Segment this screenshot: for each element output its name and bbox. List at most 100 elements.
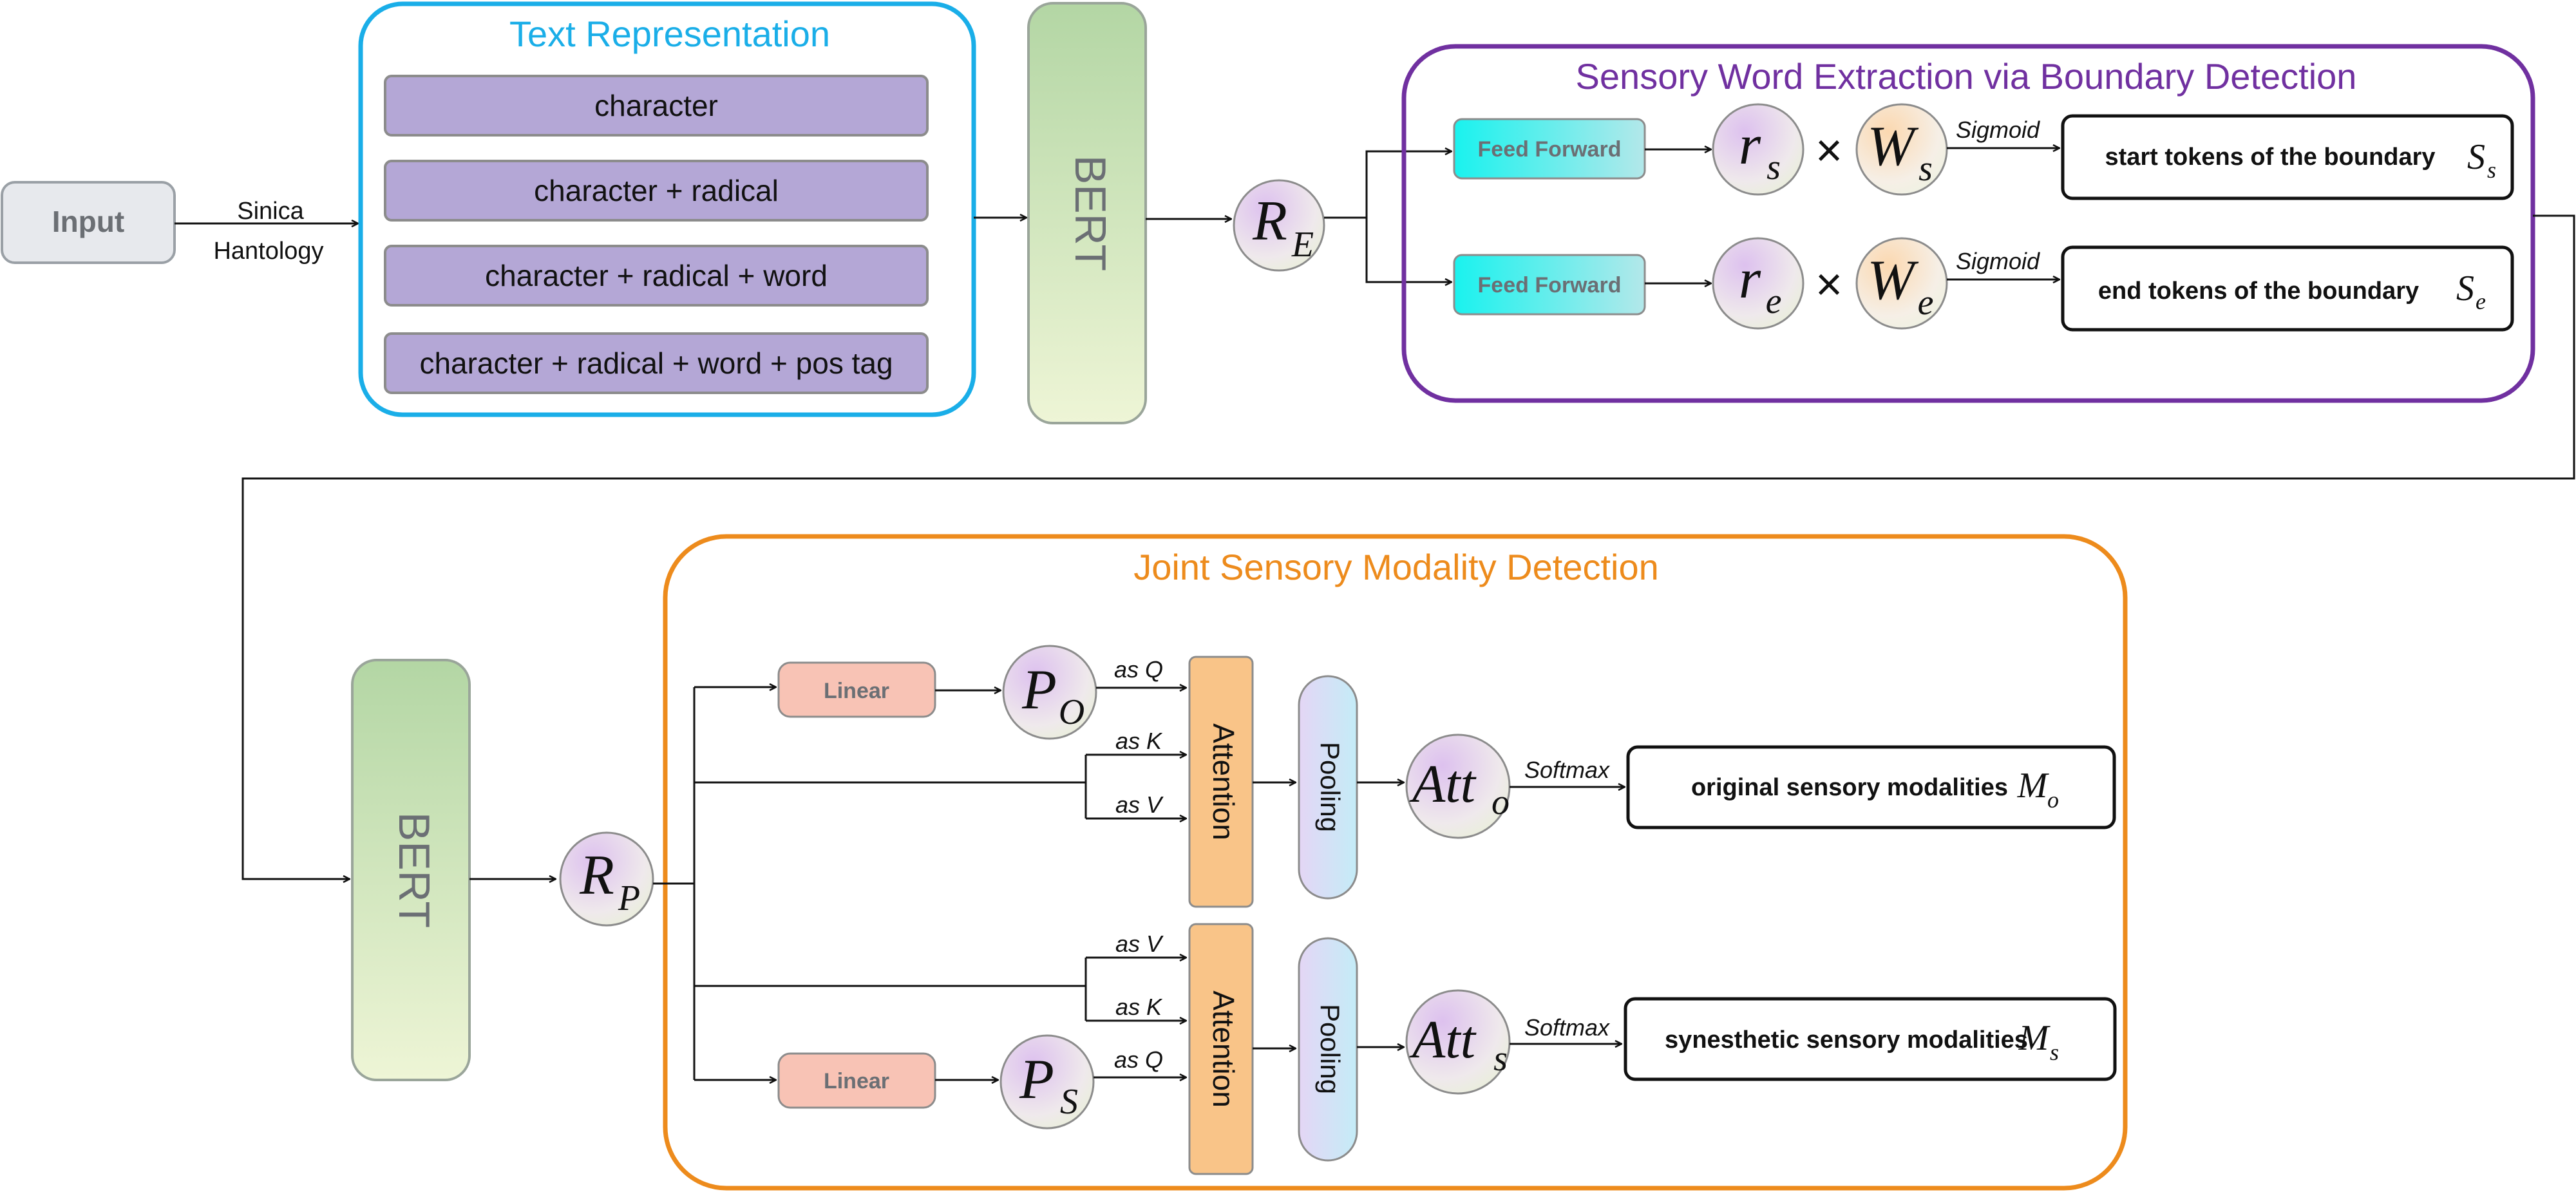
- svg-text:Att: Att: [1409, 754, 1477, 814]
- svg-text:P: P: [618, 878, 640, 918]
- re-representation-node: R E: [1233, 179, 1325, 272]
- svg-text:r: r: [1739, 248, 1761, 310]
- svg-text:e: e: [1918, 283, 1934, 323]
- attention-block: Attention: [1188, 656, 1254, 908]
- softmax-label: Softmax: [1524, 1014, 1611, 1041]
- arrow-re-to-ff-end: [1365, 218, 1452, 282]
- svg-text:s: s: [2487, 157, 2496, 183]
- text-rep-item: character: [384, 75, 929, 137]
- svg-text:s: s: [1766, 147, 1781, 187]
- svg-text:Attention: Attention: [1207, 723, 1240, 840]
- svg-text:start tokens of the boundary: start tokens of the boundary: [2105, 144, 2435, 171]
- bert-top-label: BERT: [1066, 155, 1115, 271]
- sigmoid-label: Sigmoid: [1956, 248, 2040, 274]
- boundary-row-end: Feed Forward r e × W e Sigmoid end token…: [1453, 237, 2514, 332]
- feed-forward-block: Feed Forward: [1453, 254, 1646, 316]
- svg-text:W: W: [1867, 249, 1918, 312]
- re-node: r e: [1712, 237, 1804, 330]
- svg-text:s: s: [1918, 149, 1933, 189]
- svg-text:Attention: Attention: [1207, 990, 1240, 1108]
- svg-text:S: S: [1060, 1082, 1078, 1122]
- svg-text:end tokens of the boundary: end tokens of the boundary: [2098, 278, 2419, 305]
- svg-text:P: P: [1019, 1048, 1054, 1111]
- svg-text:synesthetic sensory modalities: synesthetic sensory modalities: [1665, 1026, 2028, 1054]
- svg-text:e: e: [1766, 281, 1782, 321]
- svg-text:s: s: [1493, 1039, 1508, 1079]
- svg-text:R: R: [579, 844, 614, 907]
- start-boundary-output: start tokens of the boundary S s: [2061, 114, 2514, 200]
- input-label: Input: [52, 205, 124, 238]
- svg-text:Feed Forward: Feed Forward: [1478, 137, 1622, 162]
- svg-text:M: M: [2018, 1018, 2051, 1058]
- att-s-node: Att s: [1405, 989, 1511, 1095]
- linear-block: Linear: [777, 661, 936, 718]
- svg-text:character + radical + word: character + radical + word: [485, 259, 828, 292]
- as-k-label: as K: [1115, 994, 1163, 1020]
- input-block: Input: [1, 181, 176, 264]
- arrow-boundary-to-bert-bottom: [242, 214, 2575, 879]
- joint-modality-group: Joint Sensory Modality Detection: [663, 534, 2128, 1191]
- text-rep-item: character + radical + word + pos tag: [384, 332, 929, 394]
- as-q-label: as Q: [1114, 656, 1163, 683]
- arrow-re-to-ff-start: [1324, 151, 1452, 219]
- text-representation-group: Text Representation character character …: [358, 1, 976, 417]
- as-v-label: as V: [1115, 791, 1164, 818]
- text-rep-item: character + radical + word: [384, 245, 929, 307]
- source-label-line1: Sinica: [237, 198, 304, 225]
- svg-text:Feed Forward: Feed Forward: [1478, 273, 1622, 298]
- text-rep-item: character + radical: [384, 160, 929, 222]
- pooling-block: Pooling: [1298, 675, 1358, 900]
- svg-text:e: e: [2476, 289, 2486, 314]
- bert-bottom-label: BERT: [390, 812, 439, 928]
- svg-text:character + radical + word + p: character + radical + word + pos tag: [419, 346, 893, 380]
- svg-text:r: r: [1739, 114, 1761, 176]
- feed-forward-block: Feed Forward: [1453, 118, 1646, 180]
- as-q-label: as Q: [1114, 1046, 1163, 1073]
- rs-node: r s: [1712, 103, 1804, 196]
- bert-encoder-bottom: BERT: [351, 659, 471, 1081]
- synesthetic-modalities-output: synesthetic sensory modalities M s: [1624, 997, 2117, 1081]
- rp-representation-node: R P: [559, 831, 654, 927]
- boundary-title: Sensory Word Extraction via Boundary Det…: [1576, 56, 2357, 97]
- svg-text:o: o: [2047, 787, 2059, 813]
- as-v-label: as V: [1115, 931, 1164, 957]
- svg-text:original sensory modalities: original sensory modalities: [1691, 774, 2008, 801]
- modality-branch-original: Linear P O as Q as K as V Attention Pool…: [777, 645, 2116, 908]
- boundary-row-start: Feed Forward r s × W s Sigmoid start tok…: [1453, 103, 2514, 200]
- ps-node: P S: [999, 1034, 1095, 1130]
- end-boundary-output: end tokens of the boundary S e: [2061, 245, 2514, 332]
- attention-block: Attention: [1188, 923, 1254, 1175]
- pooling-block: Pooling: [1298, 937, 1358, 1162]
- boundary-detection-group: Sensory Word Extraction via Boundary Det…: [1401, 44, 2535, 403]
- svg-text:R: R: [1252, 190, 1287, 252]
- svg-text:W: W: [1867, 115, 1918, 178]
- softmax-label: Softmax: [1524, 757, 1611, 783]
- svg-text:Pooling: Pooling: [1315, 1004, 1345, 1094]
- modality-branch-synesthetic: Linear P S as Q as V as K Attention Pool…: [777, 923, 2117, 1175]
- linear-block: Linear: [777, 1052, 936, 1109]
- multiply-sign: ×: [1815, 259, 1842, 310]
- modality-title: Joint Sensory Modality Detection: [1133, 547, 1659, 587]
- svg-text:character: character: [594, 89, 718, 122]
- svg-text:M: M: [2017, 766, 2050, 806]
- svg-text:P: P: [1021, 659, 1057, 721]
- svg-text:Att: Att: [1409, 1010, 1477, 1070]
- svg-text:E: E: [1291, 225, 1314, 265]
- svg-text:O: O: [1059, 692, 1084, 732]
- original-modalities-output: original sensory modalities M o: [1626, 745, 2116, 829]
- we-node: W e: [1855, 237, 1948, 330]
- svg-text:Pooling: Pooling: [1315, 742, 1345, 832]
- svg-text:S: S: [2467, 137, 2485, 177]
- source-label-line2: Hantology: [213, 238, 323, 265]
- svg-text:Linear: Linear: [824, 1069, 889, 1093]
- text-representation-title: Text Representation: [509, 14, 830, 54]
- multiply-sign: ×: [1815, 125, 1842, 176]
- svg-text:character + radical: character + radical: [534, 174, 779, 207]
- svg-text:s: s: [2050, 1039, 2059, 1065]
- po-node: P O: [1002, 645, 1097, 740]
- svg-text:Linear: Linear: [824, 679, 889, 703]
- att-o-node: Att o: [1405, 733, 1511, 839]
- bert-encoder-top: BERT: [1027, 2, 1147, 424]
- as-k-label: as K: [1115, 728, 1163, 754]
- sigmoid-label: Sigmoid: [1956, 117, 2040, 143]
